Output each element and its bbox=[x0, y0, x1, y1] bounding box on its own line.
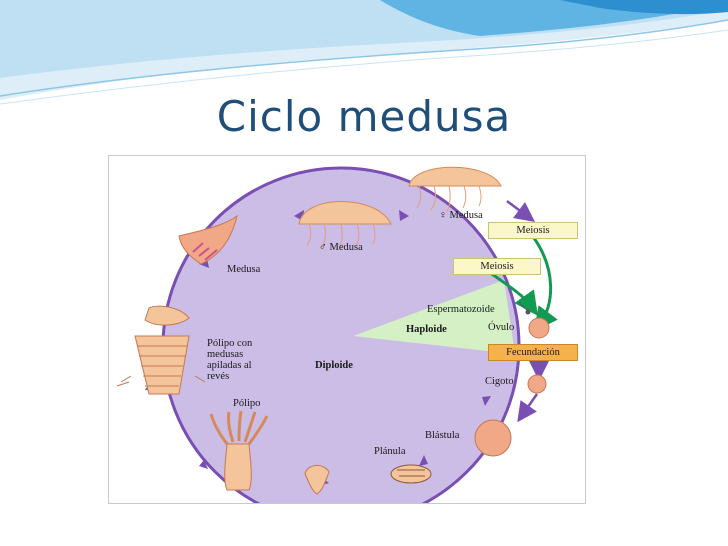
blastula-illustration bbox=[474, 419, 512, 457]
female-medusa-illustration bbox=[408, 166, 502, 213]
meiosis-box-female: Meiosis bbox=[488, 222, 578, 239]
life-cycle-figure: ♀ Medusa ♂ Medusa Medusa Meiosis Meiosis… bbox=[108, 155, 586, 504]
label-female-medusa: ♀ Medusa bbox=[439, 210, 483, 221]
label-espermatozoide: Espermatozoide bbox=[427, 304, 495, 315]
life-cycle-diagram bbox=[116, 166, 558, 503]
ovule-illustration bbox=[528, 317, 550, 339]
label-ovulo: Óvulo bbox=[488, 322, 515, 333]
meiosis-arrow-male bbox=[488, 270, 538, 316]
label-blastula: Blástula bbox=[425, 430, 460, 441]
label-planula: Plánula bbox=[374, 446, 406, 457]
label-diploide: Diploide bbox=[315, 360, 353, 371]
slide-title: Ciclo medusa bbox=[216, 92, 512, 141]
label-polipo: Pólipo bbox=[233, 398, 261, 409]
juvenile-polyp-illustration bbox=[304, 465, 330, 495]
zygote-illustration bbox=[527, 374, 547, 394]
haploid-wedge bbox=[353, 280, 515, 354]
label-polipo-con-medusas: Pólipo con medusas apiladas al revés bbox=[207, 338, 253, 382]
young-medusa-illustration bbox=[178, 214, 238, 265]
label-cigoto: Cigoto bbox=[485, 376, 514, 387]
meiosis-box-male: Meiosis bbox=[453, 258, 541, 275]
header-wave-decoration bbox=[0, 0, 728, 105]
meiosis-arrow-female bbox=[532, 237, 558, 332]
fecundacion-box: Fecundación bbox=[488, 344, 578, 361]
ephyra-illustration bbox=[144, 305, 190, 326]
planula-illustration bbox=[390, 464, 432, 484]
label-haploide: Haploide bbox=[406, 324, 447, 335]
label-medusa-left: Medusa bbox=[227, 264, 261, 275]
label-male-medusa: ♂ Medusa bbox=[319, 242, 363, 253]
strobila-illustration bbox=[116, 335, 206, 395]
sperm-illustration bbox=[518, 301, 528, 311]
male-medusa-illustration bbox=[298, 201, 392, 251]
polyp-illustration bbox=[209, 410, 269, 491]
